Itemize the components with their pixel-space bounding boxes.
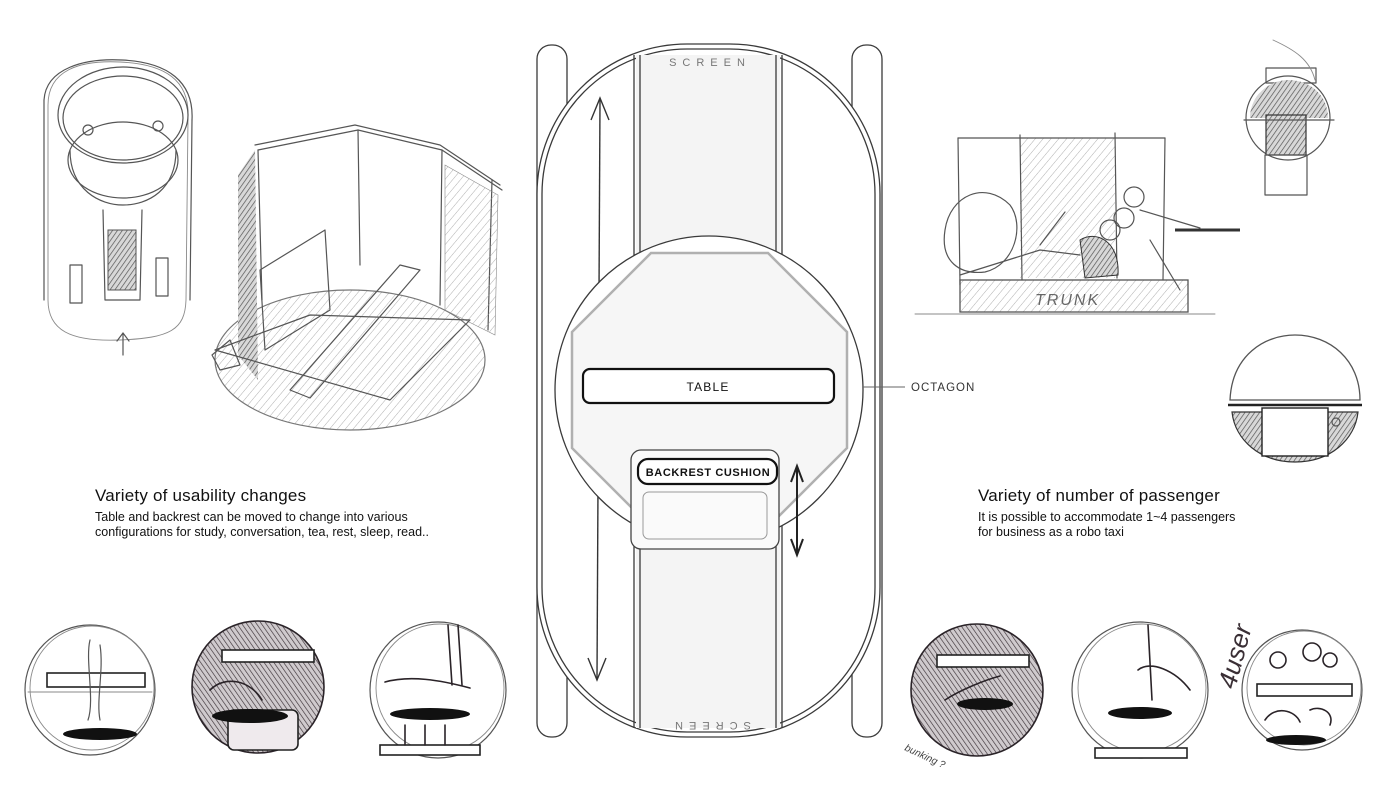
- usability-line-1: Table and backrest can be moved to chang…: [95, 510, 408, 524]
- passenger-caption: Variety of number of passenger It is pos…: [978, 486, 1358, 540]
- vehicle-body-inner: [541, 48, 876, 733]
- config-sketch-1: [24, 624, 156, 756]
- backrest-label: BACKREST CUSHION: [646, 467, 771, 479]
- passenger-line-1: It is possible to accommodate 1~4 passen…: [978, 510, 1236, 524]
- four-user-note: 4user: [1212, 620, 1258, 692]
- bunking-note: bunking ?: [903, 743, 947, 771]
- config-sketch-5: [1071, 621, 1209, 759]
- config-sketch-2: [191, 620, 325, 754]
- backrest-bar: [636, 457, 779, 486]
- config-sketch-4: bunking ?: [903, 623, 1044, 771]
- passenger-line-2: for business as a robo taxi: [978, 525, 1124, 539]
- trunk-label: TRUNK: [1035, 292, 1100, 309]
- table-bar: [581, 367, 836, 405]
- screen-top-label: SCREEN: [669, 57, 751, 69]
- side-view-passengers-sketch: TRUNK: [914, 132, 1240, 315]
- passenger-title: Variety of number of passenger: [978, 486, 1220, 505]
- config-sketch-6: 4user: [1212, 620, 1363, 751]
- screen-bottom-label: SCREEN: [669, 719, 751, 731]
- vehicle-floor-plan: SCREEN SCREEN OCTAGON TABLE BACKREST CUS…: [536, 43, 975, 738]
- hemisphere-view-sketch: [1228, 334, 1362, 463]
- usability-caption: Variety of usability changes Table and b…: [95, 486, 515, 540]
- config-sketch-3: [369, 621, 507, 759]
- small-top-view-sketch: [1243, 39, 1335, 196]
- top-view-pod-sketch: [43, 59, 193, 356]
- octagon-label: OCTAGON: [911, 382, 975, 394]
- backrest-seat: [642, 491, 768, 540]
- table-label: TABLE: [686, 380, 729, 394]
- backrest-travel-arrow: [790, 463, 804, 558]
- perspective-interior-sketch: [211, 124, 503, 431]
- usability-line-2: configurations for study, conversation, …: [95, 525, 429, 539]
- usability-title: Variety of usability changes: [95, 486, 307, 505]
